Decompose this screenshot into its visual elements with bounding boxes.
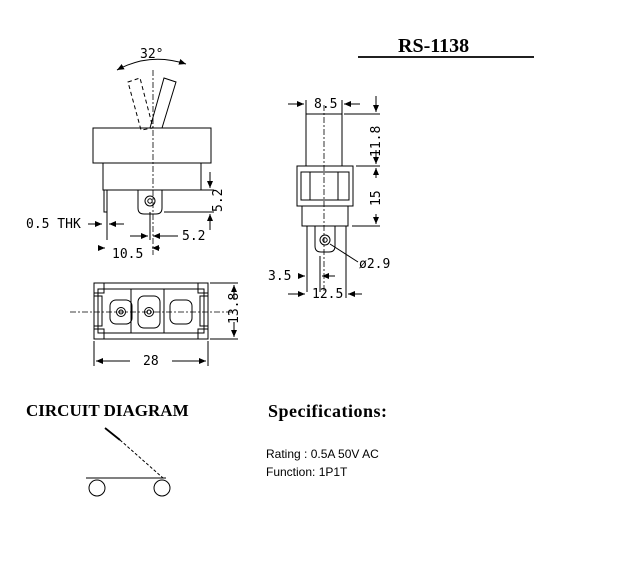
spec-function: Function: 1P1T [266,465,348,479]
front-view: 8.5 11.8 15 ø2.9 3.5 [268,96,390,302]
switch-body [92,127,212,164]
top-width-label: 8.5 [314,97,337,112]
width-label: 10.5 [112,247,143,262]
switch-base [102,162,202,191]
angle-label: 32° [140,47,163,62]
circuit-contact-left [88,479,106,497]
angle-arc [116,58,187,71]
bottom-outline [93,282,209,340]
front-terminal [314,226,336,253]
specs-heading: Specifications: [268,401,388,421]
left-offset-label: 3.5 [268,269,291,284]
hole-diameter-label: ø2.9 [359,257,390,272]
switch-arm-handle [104,427,121,441]
switch-arm-dashed [119,439,164,479]
side-view: 32° 5.2 0.5 THK 5.2 10.5 [26,47,226,262]
terminal-hole [144,195,156,207]
bottom-width-label: 28 [143,354,159,369]
offset-label: 5.2 [182,229,205,244]
height-label: 5.2 [211,189,226,212]
model-title: RS-1138 [398,35,469,57]
spec-rating: Rating : 0.5A 50V AC [266,447,379,461]
specifications: Specifications: Rating : 0.5A 50V AC Fun… [266,401,388,479]
front-base [301,205,349,227]
circuit-heading: CIRCUIT DIAGRAM [26,401,189,420]
title-block: RS-1138 [358,35,534,58]
lever-alternate [127,77,154,131]
bottom-width-label: 12.5 [312,287,343,302]
circuit-contact-right [153,479,171,497]
lever [149,77,177,129]
thickness-label: 0.5 THK [26,217,81,232]
bottom-view: 13.8 28 [70,282,242,369]
front-terminal-hole [319,234,331,246]
circuit-diagram: CIRCUIT DIAGRAM [26,401,189,497]
terminal-lug [137,190,163,215]
lever-height-label: 11.8 [369,126,384,157]
body-height-label: 15 [369,190,384,206]
bottom-height-label: 13.8 [227,293,242,324]
